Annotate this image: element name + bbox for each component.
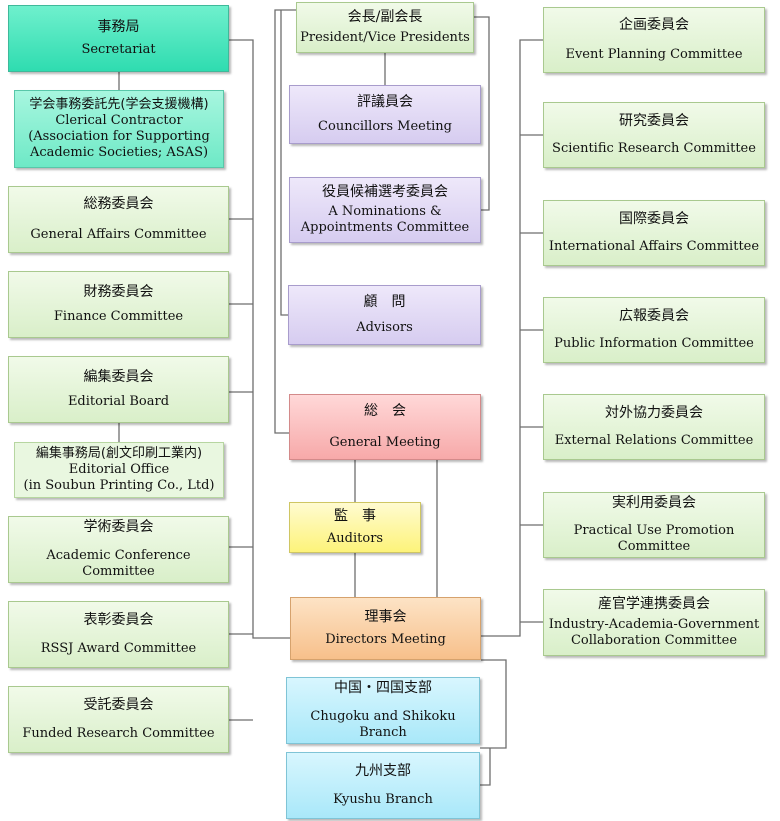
nominations-box: 役員候補選考委員会 A Nominations & Appointments C…	[289, 177, 481, 243]
general-meeting-en: General Meeting	[329, 434, 441, 450]
award-jp: 表彰委員会	[83, 611, 154, 628]
advisors-jp: 顧 問	[363, 294, 406, 311]
general-meeting-box: 総 会 General Meeting	[289, 394, 481, 460]
funded-research-en: Funded Research Committee	[22, 726, 215, 742]
event-planning-jp: 企画委員会	[619, 17, 689, 34]
funded-research-jp: 受託委員会	[83, 696, 154, 713]
nominations-jp: 役員候補選考委員会	[322, 183, 448, 200]
councillors-jp: 評議員会	[357, 93, 413, 110]
general-affairs-box: 総務委員会 General Affairs Committee	[8, 186, 229, 253]
award-en: RSSJ Award Committee	[40, 641, 197, 657]
chugoku-en: Chugoku and Shikoku Branch	[310, 709, 456, 741]
clerical-contractor-box: 学会事務委託先(学会支援機構) Clerical Contractor (Ass…	[14, 90, 224, 168]
finance-box: 財務委員会 Finance Committee	[8, 271, 229, 338]
councillors-box: 評議員会 Councillors Meeting	[289, 85, 481, 144]
external-relations-jp: 対外協力委員会	[605, 405, 703, 422]
secretariat-jp: 事務局	[97, 18, 140, 35]
directors-meeting-box: 理事会 Directors Meeting	[290, 597, 481, 660]
president-box: 会長/副会長 President/Vice Presidents	[296, 2, 474, 53]
funded-research-box: 受託委員会 Funded Research Committee	[8, 686, 229, 753]
practical-use-jp: 実利用委員会	[612, 495, 696, 511]
event-planning-en: Event Planning Committee	[565, 46, 743, 62]
chugoku-jp: 中国・四国支部	[334, 679, 432, 696]
president-jp: 会長/副会長	[347, 8, 423, 25]
international-affairs-box: 国際委員会 International Affairs Committee	[543, 200, 765, 266]
chugoku-shikoku-branch-box: 中国・四国支部 Chugoku and Shikoku Branch	[286, 677, 480, 744]
secretariat-box: 事務局 Secretariat	[8, 5, 229, 72]
kyushu-en: Kyushu Branch	[333, 792, 433, 808]
advisors-en: Advisors	[356, 319, 413, 335]
scientific-research-en: Scientific Research Committee	[552, 140, 756, 156]
finance-jp: 財務委員会	[83, 283, 154, 300]
academic-conference-jp: 学術委員会	[83, 518, 154, 535]
practical-use-en: Practical Use Promotion Committee	[573, 522, 735, 554]
external-relations-en: External Relations Committee	[554, 432, 754, 448]
editorial-office-box: 編集事務局(創文印刷工業内) Editorial Office (in Soub…	[14, 442, 224, 498]
editorial-board-box: 編集委員会 Editorial Board	[8, 356, 229, 423]
nominations-en-2: Appointments Committee	[300, 220, 470, 236]
clerical-en-3: Academic Societies; ASAS)	[29, 145, 209, 161]
academic-conference-box: 学術委員会 Academic Conference Committee	[8, 516, 229, 583]
nominations-en-1: A Nominations &	[328, 204, 442, 219]
public-information-box: 広報委員会 Public Information Committee	[543, 297, 765, 363]
academic-conference-en: Academic Conference Committee	[46, 548, 191, 580]
editorial-office-jp: 編集事務局(創文印刷工業内)	[35, 445, 203, 461]
clerical-en-1: Clerical Contractor	[55, 112, 183, 128]
international-affairs-jp: 国際委員会	[619, 211, 689, 228]
award-box: 表彰委員会 RSSJ Award Committee	[8, 601, 229, 668]
public-information-en: Public Information Committee	[554, 335, 754, 351]
advisors-box: 顧 問 Advisors	[288, 285, 481, 345]
editorial-office-en-2: (in Soubun Printing Co., Ltd)	[23, 478, 215, 494]
industry-academia-en-1: Industry-Academia-Government	[548, 617, 760, 632]
external-relations-box: 対外協力委員会 External Relations Committee	[543, 394, 765, 460]
editorial-board-jp: 編集委員会	[83, 368, 154, 385]
event-planning-box: 企画委員会 Event Planning Committee	[543, 7, 765, 73]
general-meeting-jp: 総 会	[364, 403, 406, 420]
secretariat-en: Secretariat	[81, 42, 156, 58]
general-affairs-jp: 総務委員会	[83, 195, 154, 212]
public-information-jp: 広報委員会	[619, 308, 689, 325]
president-en: President/Vice Presidents	[300, 30, 470, 46]
auditors-box: 監 事 Auditors	[289, 502, 421, 553]
scientific-research-jp: 研究委員会	[619, 113, 689, 130]
clerical-jp: 学会事務委託先(学会支援機構)	[29, 96, 209, 112]
editorial-board-en: Editorial Board	[67, 394, 170, 410]
industry-academia-box: 産官学連携委員会 Industry-Academia-Government Co…	[543, 589, 765, 656]
scientific-research-box: 研究委員会 Scientific Research Committee	[543, 102, 765, 168]
editorial-office-en-1: Editorial Office	[68, 461, 170, 477]
auditors-en: Auditors	[326, 531, 384, 547]
directors-meeting-en: Directors Meeting	[325, 632, 446, 648]
practical-use-box: 実利用委員会 Practical Use Promotion Committee	[543, 492, 765, 558]
kyushu-branch-box: 九州支部 Kyushu Branch	[286, 752, 480, 819]
directors-meeting-jp: 理事会	[364, 608, 407, 625]
industry-academia-en-2: Collaboration Committee	[570, 633, 738, 649]
industry-academia-jp: 産官学連携委員会	[598, 595, 710, 612]
clerical-en-2: (Association for Supporting	[28, 129, 210, 144]
auditors-jp: 監 事	[334, 507, 376, 524]
finance-en: Finance Committee	[53, 309, 184, 325]
kyushu-jp: 九州支部	[355, 762, 411, 779]
general-affairs-en: General Affairs Committee	[30, 227, 207, 243]
councillors-en: Councillors Meeting	[318, 119, 452, 135]
international-affairs-en: International Affairs Committee	[548, 238, 760, 254]
